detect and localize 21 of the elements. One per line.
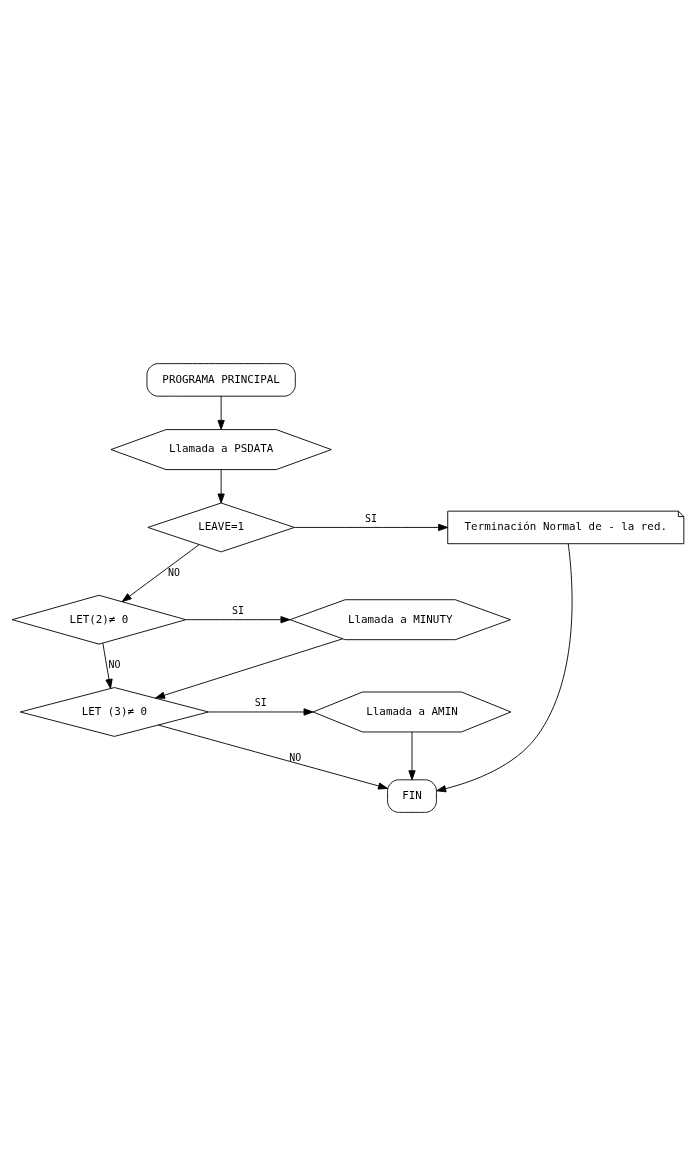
edge-label: SI xyxy=(365,512,378,524)
arrow xyxy=(408,731,416,781)
arrow xyxy=(121,544,200,603)
edge-label: NO xyxy=(289,751,302,763)
edge-label: NO xyxy=(108,659,121,671)
arrow xyxy=(185,616,291,624)
node-box: FIN xyxy=(387,779,437,813)
arrow xyxy=(155,638,343,699)
arrow xyxy=(102,642,113,689)
arrow xyxy=(208,708,314,716)
node-diamond: LET (3)≠ 0 xyxy=(19,687,209,737)
edge-label: SI xyxy=(232,605,244,617)
node-box: PROGRAMA PRINCIPAL xyxy=(146,363,296,397)
arrow xyxy=(217,469,225,504)
arrow xyxy=(157,724,388,790)
arrow xyxy=(294,523,449,532)
edge-label: SI xyxy=(254,697,267,709)
arrow xyxy=(436,543,573,793)
node-diamond: LEAVE=1 xyxy=(147,502,295,553)
arrow xyxy=(217,395,225,430)
edge-label: NO xyxy=(168,567,181,579)
